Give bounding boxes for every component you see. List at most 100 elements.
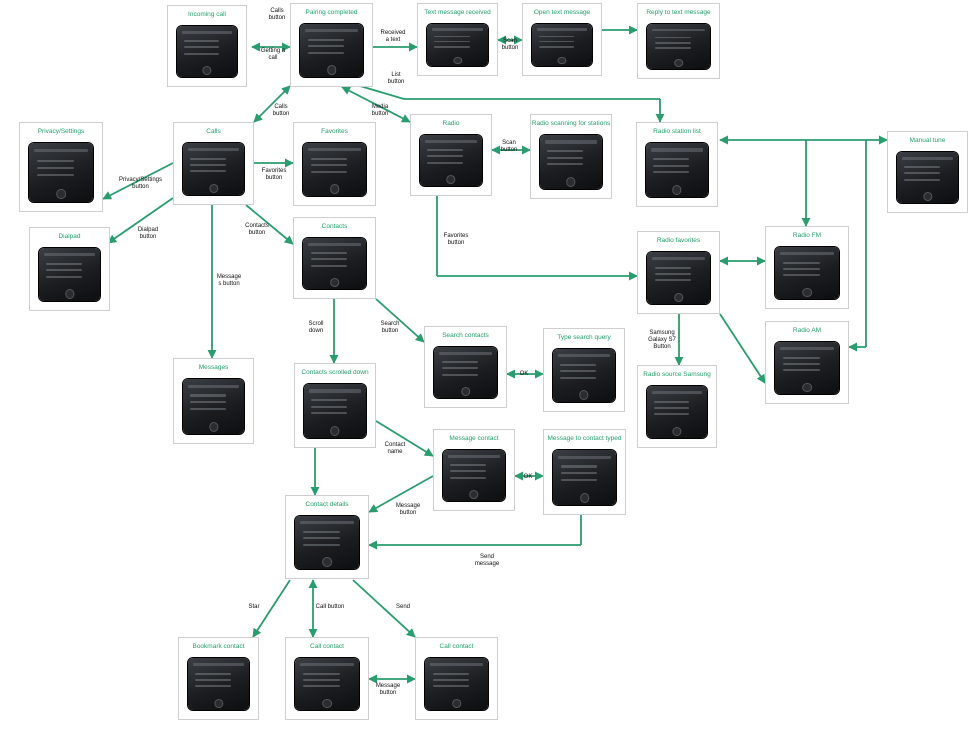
edge	[252, 579, 291, 638]
edge	[107, 197, 174, 244]
screenshot-thumbnail	[303, 238, 366, 289]
node-contacts-scrolled-down: Contacts scrolled down	[294, 363, 376, 448]
screenshot-thumbnail	[443, 450, 505, 501]
edge	[352, 579, 416, 638]
screenshot-thumbnail	[646, 143, 708, 197]
node-contacts: Contacts	[293, 217, 376, 299]
node-radio: Radio	[410, 114, 492, 196]
edge	[375, 420, 434, 457]
screenshot-thumbnail	[897, 152, 958, 203]
node-title: Text message received	[424, 9, 491, 16]
node-title: Contact details	[305, 501, 349, 508]
node-title: Privacy/Settings	[37, 128, 85, 135]
node-search-contacts: Search contacts	[424, 326, 507, 408]
node-title: Radio	[442, 120, 460, 127]
node-privacy-settings: Privacy/Settings	[19, 122, 103, 212]
node-title: Type search query	[557, 334, 611, 341]
node-open-text-message: Open text message	[522, 3, 602, 76]
screenshot-thumbnail	[420, 135, 482, 186]
node-radio-favorites: Radio favorites	[637, 231, 720, 314]
node-dialpad: Dialpad	[29, 227, 110, 311]
node-bookmark-contact: Bookmark contact	[178, 637, 259, 720]
screenshot-thumbnail	[540, 135, 602, 189]
node-reply-to-text-message: Reply to text message	[637, 3, 720, 79]
screenshot-thumbnail	[39, 248, 100, 301]
edge	[245, 204, 294, 245]
node-title: Radio station list	[653, 128, 701, 135]
screenshot-thumbnail	[304, 384, 366, 438]
node-text-message-received: Text message received	[417, 3, 498, 76]
node-message-contact: Message contact	[433, 429, 515, 511]
node-title: Contacts	[321, 223, 348, 230]
screenshot-thumbnail	[532, 24, 592, 66]
screenshot-thumbnail	[775, 247, 839, 299]
edge-label-call-button: Call button	[315, 604, 345, 610]
edge	[253, 85, 291, 123]
screenshot-thumbnail	[647, 24, 710, 69]
node-title: Radio favorites	[656, 237, 701, 244]
screenshot-thumbnail	[427, 24, 488, 66]
node-title: Contacts scrolled down	[301, 369, 369, 376]
screenshot-thumbnail	[300, 24, 363, 77]
node-title: Pairing completed	[305, 9, 358, 16]
node-title: Calls	[206, 128, 221, 135]
screenshot-thumbnail	[183, 143, 244, 195]
node-title: Incoming call	[188, 11, 226, 18]
node-message-to-contact-typed: Message to contact typed	[543, 429, 626, 515]
edge-label-send: Send	[395, 604, 410, 610]
node-type-search-query: Type search query	[543, 328, 625, 412]
edge	[359, 85, 405, 100]
node-title: Radio source Samsung	[643, 371, 711, 378]
node-radio-source-samsung: Radio source Samsung	[637, 365, 717, 448]
node-pairing-completed: Pairing completed	[290, 3, 373, 87]
screenshot-thumbnail	[29, 143, 93, 202]
node-title: Bookmark contact	[192, 643, 245, 650]
screenshot-thumbnail	[295, 658, 359, 710]
node-favorites: Favorites	[293, 122, 376, 206]
screenshot-thumbnail	[183, 379, 244, 434]
screenshot-thumbnail	[647, 386, 707, 438]
screenshot-thumbnail	[775, 342, 839, 394]
node-title: Messages	[198, 364, 229, 371]
screenshot-thumbnail	[425, 658, 488, 710]
edge	[341, 86, 411, 123]
node-radio-station-list: Radio station list	[636, 122, 718, 207]
node-title: Reply to text message	[646, 9, 711, 16]
node-contact-details: Contact details	[285, 495, 369, 579]
edge-label-ok-message: OK	[523, 474, 533, 480]
node-radio-scanning: Radio scanning for stations	[530, 114, 612, 199]
node-title: Favorites	[321, 128, 348, 135]
screenshot-thumbnail	[553, 450, 616, 505]
node-title: Radio AM	[792, 327, 822, 334]
node-call-contact-1: Call contact	[285, 637, 369, 720]
node-messages: Messages	[173, 358, 254, 444]
screenshot-thumbnail	[303, 143, 366, 196]
node-title: Manual tune	[909, 137, 946, 144]
edge	[102, 162, 174, 200]
node-title: Radio FM	[792, 232, 822, 239]
edge-label-ok-search: OK	[519, 371, 529, 377]
node-title: Search contacts	[442, 332, 489, 339]
node-title: Open text message	[533, 9, 591, 16]
node-manual-tune: Manual tune	[887, 131, 968, 213]
node-radio-am: Radio AM	[765, 321, 849, 404]
